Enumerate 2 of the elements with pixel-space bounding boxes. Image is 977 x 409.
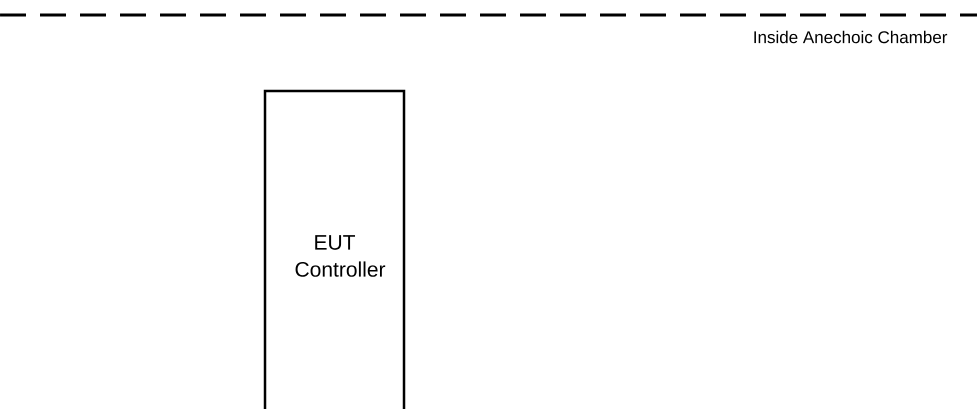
device-box: EUT Controller bbox=[264, 90, 406, 409]
area-label: Inside Anechoic Chamber bbox=[754, 30, 948, 44]
